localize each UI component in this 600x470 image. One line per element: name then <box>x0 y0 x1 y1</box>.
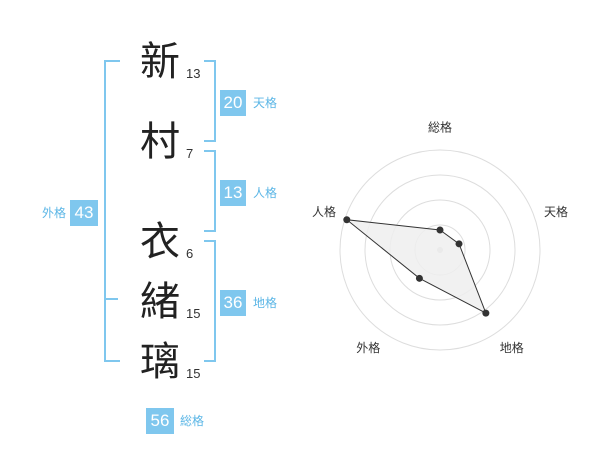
stroke-count-4: 15 <box>186 306 201 321</box>
jinkaku-value: 13 <box>220 180 246 206</box>
radar-point-2 <box>455 240 463 248</box>
name-char-3: 衣 <box>140 219 180 265</box>
stroke-count-2: 7 <box>186 146 194 161</box>
radar-ring-3 <box>364 174 516 326</box>
name-char-5: 璃 <box>140 339 180 385</box>
name-char-4: 緒 <box>140 279 180 325</box>
name-char-1: 新 <box>140 39 180 85</box>
radar-area <box>345 219 487 315</box>
name-char-2: 村 <box>140 119 180 165</box>
stroke-count-1: 13 <box>186 66 201 81</box>
radar-axis-label-2: 天格 <box>544 204 568 219</box>
gaikaku-bracket-tick <box>104 298 118 300</box>
jinkaku-bracket <box>204 150 216 232</box>
stroke-count-5: 15 <box>186 366 201 381</box>
gaikaku-label: 外格 <box>42 206 67 220</box>
chikaku-label: 地格 <box>253 296 278 310</box>
chikaku-bracket <box>204 240 216 362</box>
radar-ring-4 <box>339 149 541 351</box>
gaikaku-value: 43 <box>70 200 98 226</box>
tenkaku-value: 20 <box>220 90 246 116</box>
radar-point-4 <box>415 274 423 282</box>
chikaku-value: 36 <box>220 290 246 316</box>
soukaku-value: 56 <box>146 408 174 434</box>
radar-point-3 <box>482 309 490 317</box>
radar-point-5 <box>343 216 351 224</box>
radar-axis-label-1: 総格 <box>428 120 452 135</box>
radar-points <box>343 216 490 317</box>
stroke-count-3: 6 <box>186 246 194 261</box>
radar-axis-label-3: 地格 <box>500 340 524 355</box>
gaikaku-bracket <box>104 60 120 362</box>
jinkaku-label: 人格 <box>253 186 278 200</box>
tenkaku-label: 天格 <box>253 96 278 110</box>
radar-point-1 <box>436 226 444 234</box>
tenkaku-bracket <box>204 60 216 142</box>
soukaku-label: 総格 <box>180 414 205 428</box>
radar-axis-label-5: 人格 <box>312 204 336 219</box>
radar-axis-label-4: 外格 <box>356 340 380 355</box>
